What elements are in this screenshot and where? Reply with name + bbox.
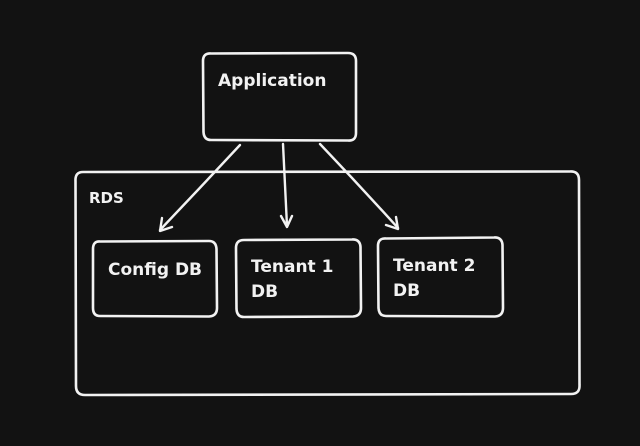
tenant2-db-label-line1: Tenant 2 <box>393 256 475 276</box>
config-db-node: Config DB <box>91 239 219 318</box>
arrow-to-config-db <box>158 143 242 233</box>
config-db-label: Config DB <box>108 260 202 280</box>
application-node: Application <box>201 51 358 142</box>
arrow-to-tenant1-db <box>279 142 294 229</box>
tenant1-db-label-line2: DB <box>251 282 278 302</box>
application-box <box>201 51 358 142</box>
arrow-line <box>281 142 289 228</box>
arrow-line <box>158 143 242 232</box>
arrow-head <box>279 214 294 229</box>
tenant1-db-box <box>234 238 363 319</box>
tenant2-db-label-line2: DB <box>393 281 420 301</box>
application-label: Application <box>218 71 326 91</box>
tenant2-db-node: Tenant 2 DB <box>376 236 505 318</box>
rds-box <box>74 170 581 397</box>
arrow-line <box>318 142 400 230</box>
tenant1-db-label-line1: Tenant 1 <box>251 257 333 277</box>
rds-label: RDS <box>89 189 124 207</box>
rds-container: RDS <box>74 170 581 397</box>
arrow-to-tenant2-db <box>318 142 400 231</box>
tenant1-db-node: Tenant 1 DB <box>234 238 363 319</box>
arrow-head <box>158 216 174 233</box>
config-db-box <box>91 239 219 318</box>
arrow-head <box>384 215 400 231</box>
tenant2-db-box <box>376 236 505 318</box>
